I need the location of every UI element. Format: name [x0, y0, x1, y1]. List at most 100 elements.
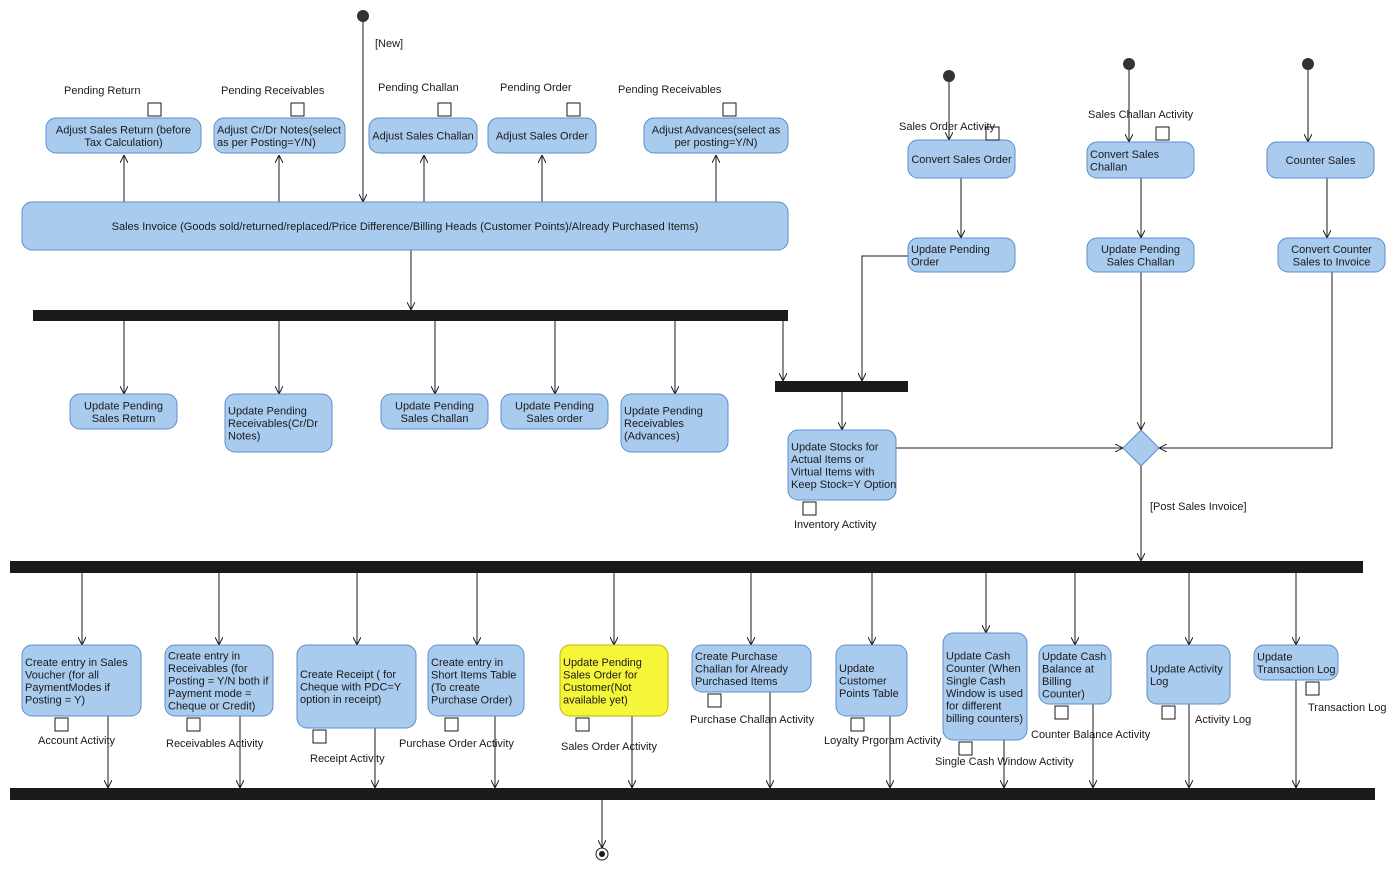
label-account-activity: Account Activity	[38, 735, 116, 747]
activity-label: Sales Order for	[563, 669, 638, 681]
activity-sales-invoice[interactable]: Sales Invoice (Goods sold/returned/repla…	[21, 201, 789, 251]
activity-box	[1038, 644, 1112, 705]
activity-label: Actual Items or	[791, 454, 865, 466]
activity-box	[1086, 237, 1195, 273]
activity-label: Update Pending	[624, 406, 703, 418]
activity-label: per posting=Y/N)	[675, 137, 758, 149]
activity-box	[69, 393, 178, 430]
activity-label: Update Pending	[911, 244, 990, 256]
label-counter-balance-activity: Counter Balance Activity	[1031, 729, 1151, 741]
activity-counter-sales[interactable]: Counter Sales	[1266, 141, 1375, 179]
label-sales-order-activity-bottom: Sales Order Activity	[561, 741, 657, 753]
activity-label: Short Items Table	[431, 669, 516, 681]
activity-label: Sales to Invoice	[1293, 256, 1371, 268]
activity-label: Posting = Y)	[25, 694, 85, 706]
activity-box	[368, 117, 478, 154]
activity-label: Points Table	[839, 688, 899, 700]
pin-pending-receivables-1	[290, 102, 305, 117]
activity-box	[907, 237, 1016, 273]
pin-sales-order-activity	[985, 126, 1000, 141]
label-sales-challan-activity: Sales Challan Activity	[1088, 109, 1194, 121]
activity-label: Balance at	[1042, 663, 1094, 675]
activity-label: Update	[1257, 651, 1292, 663]
activity-label: Adjust Sales Order	[496, 131, 589, 143]
activity-label: Billing	[1042, 676, 1071, 688]
activity-label: Update Pending	[84, 400, 163, 412]
pin-purchase-challan-activity	[707, 693, 722, 708]
label-pending-receivables-1: Pending Receivables	[221, 85, 325, 97]
activity-box	[164, 644, 274, 717]
fork-bar-invoice	[33, 310, 788, 321]
activity-label: Transaction Log	[1257, 664, 1335, 676]
pin-transaction-log	[1305, 681, 1320, 696]
activity-label: Keep Stock=Y Option	[791, 479, 896, 491]
activity-label: Tax Calculation)	[84, 137, 162, 149]
activity-label: Counter)	[1042, 688, 1085, 700]
activity-label: Purchase Order)	[431, 694, 512, 706]
activity-label: Single Cash	[946, 675, 1005, 687]
activity-box	[500, 393, 609, 430]
activity-label: Receivables(Cr/Dr	[228, 418, 318, 430]
activity-adjust-sales-challan[interactable]: Adjust Sales Challan	[368, 117, 478, 154]
activity-label: Cheque with PDC=Y	[300, 682, 402, 694]
activity-label: Sales Invoice (Goods sold/returned/repla…	[112, 221, 699, 233]
activity-box	[643, 117, 789, 154]
label-pending-order: Pending Order	[500, 82, 572, 94]
guard-new: [New]	[375, 38, 403, 50]
activity-box	[559, 644, 669, 717]
pin-single-cash-window-activity	[958, 741, 973, 756]
activity-box	[1146, 644, 1231, 705]
activity-label: Convert Counter	[1291, 244, 1372, 256]
activity-label: (Advances)	[624, 431, 680, 443]
activity-adjust-sales-order[interactable]: Adjust Sales Order	[487, 117, 597, 154]
activity-box	[942, 632, 1028, 741]
activity-label: Payment mode =	[168, 688, 251, 700]
label-purchase-order-activity: Purchase Order Activity	[399, 738, 514, 750]
activity-label: billing counters)	[946, 713, 1023, 725]
pin-pending-challan	[437, 102, 452, 117]
initial-node-sales-order	[943, 70, 955, 82]
activity-label: Sales Challan	[401, 413, 469, 425]
activity-label: Update Pending	[1101, 244, 1180, 256]
pin-sales-order-activity-bottom	[575, 717, 590, 732]
activity-box	[45, 117, 202, 154]
activity-box	[1277, 237, 1386, 273]
activity-label: PaymentModes if	[25, 682, 111, 694]
label-receipt-activity: Receipt Activity	[310, 753, 385, 765]
activity-label: Purchased Items	[695, 676, 778, 688]
label-pending-return: Pending Return	[64, 85, 140, 97]
activity-label: Posting = Y/N both if	[168, 676, 269, 688]
label-receivables-activity: Receivables Activity	[166, 738, 264, 750]
join-bar-final	[10, 788, 1375, 800]
activity-convert-sales-order[interactable]: Convert Sales Order	[907, 139, 1016, 179]
activity-label: Create entry in	[431, 657, 503, 669]
activity-label: Challan for Already	[695, 664, 788, 676]
activity-label: for different	[946, 700, 1001, 712]
activity-label: Update Activity	[1150, 663, 1223, 675]
